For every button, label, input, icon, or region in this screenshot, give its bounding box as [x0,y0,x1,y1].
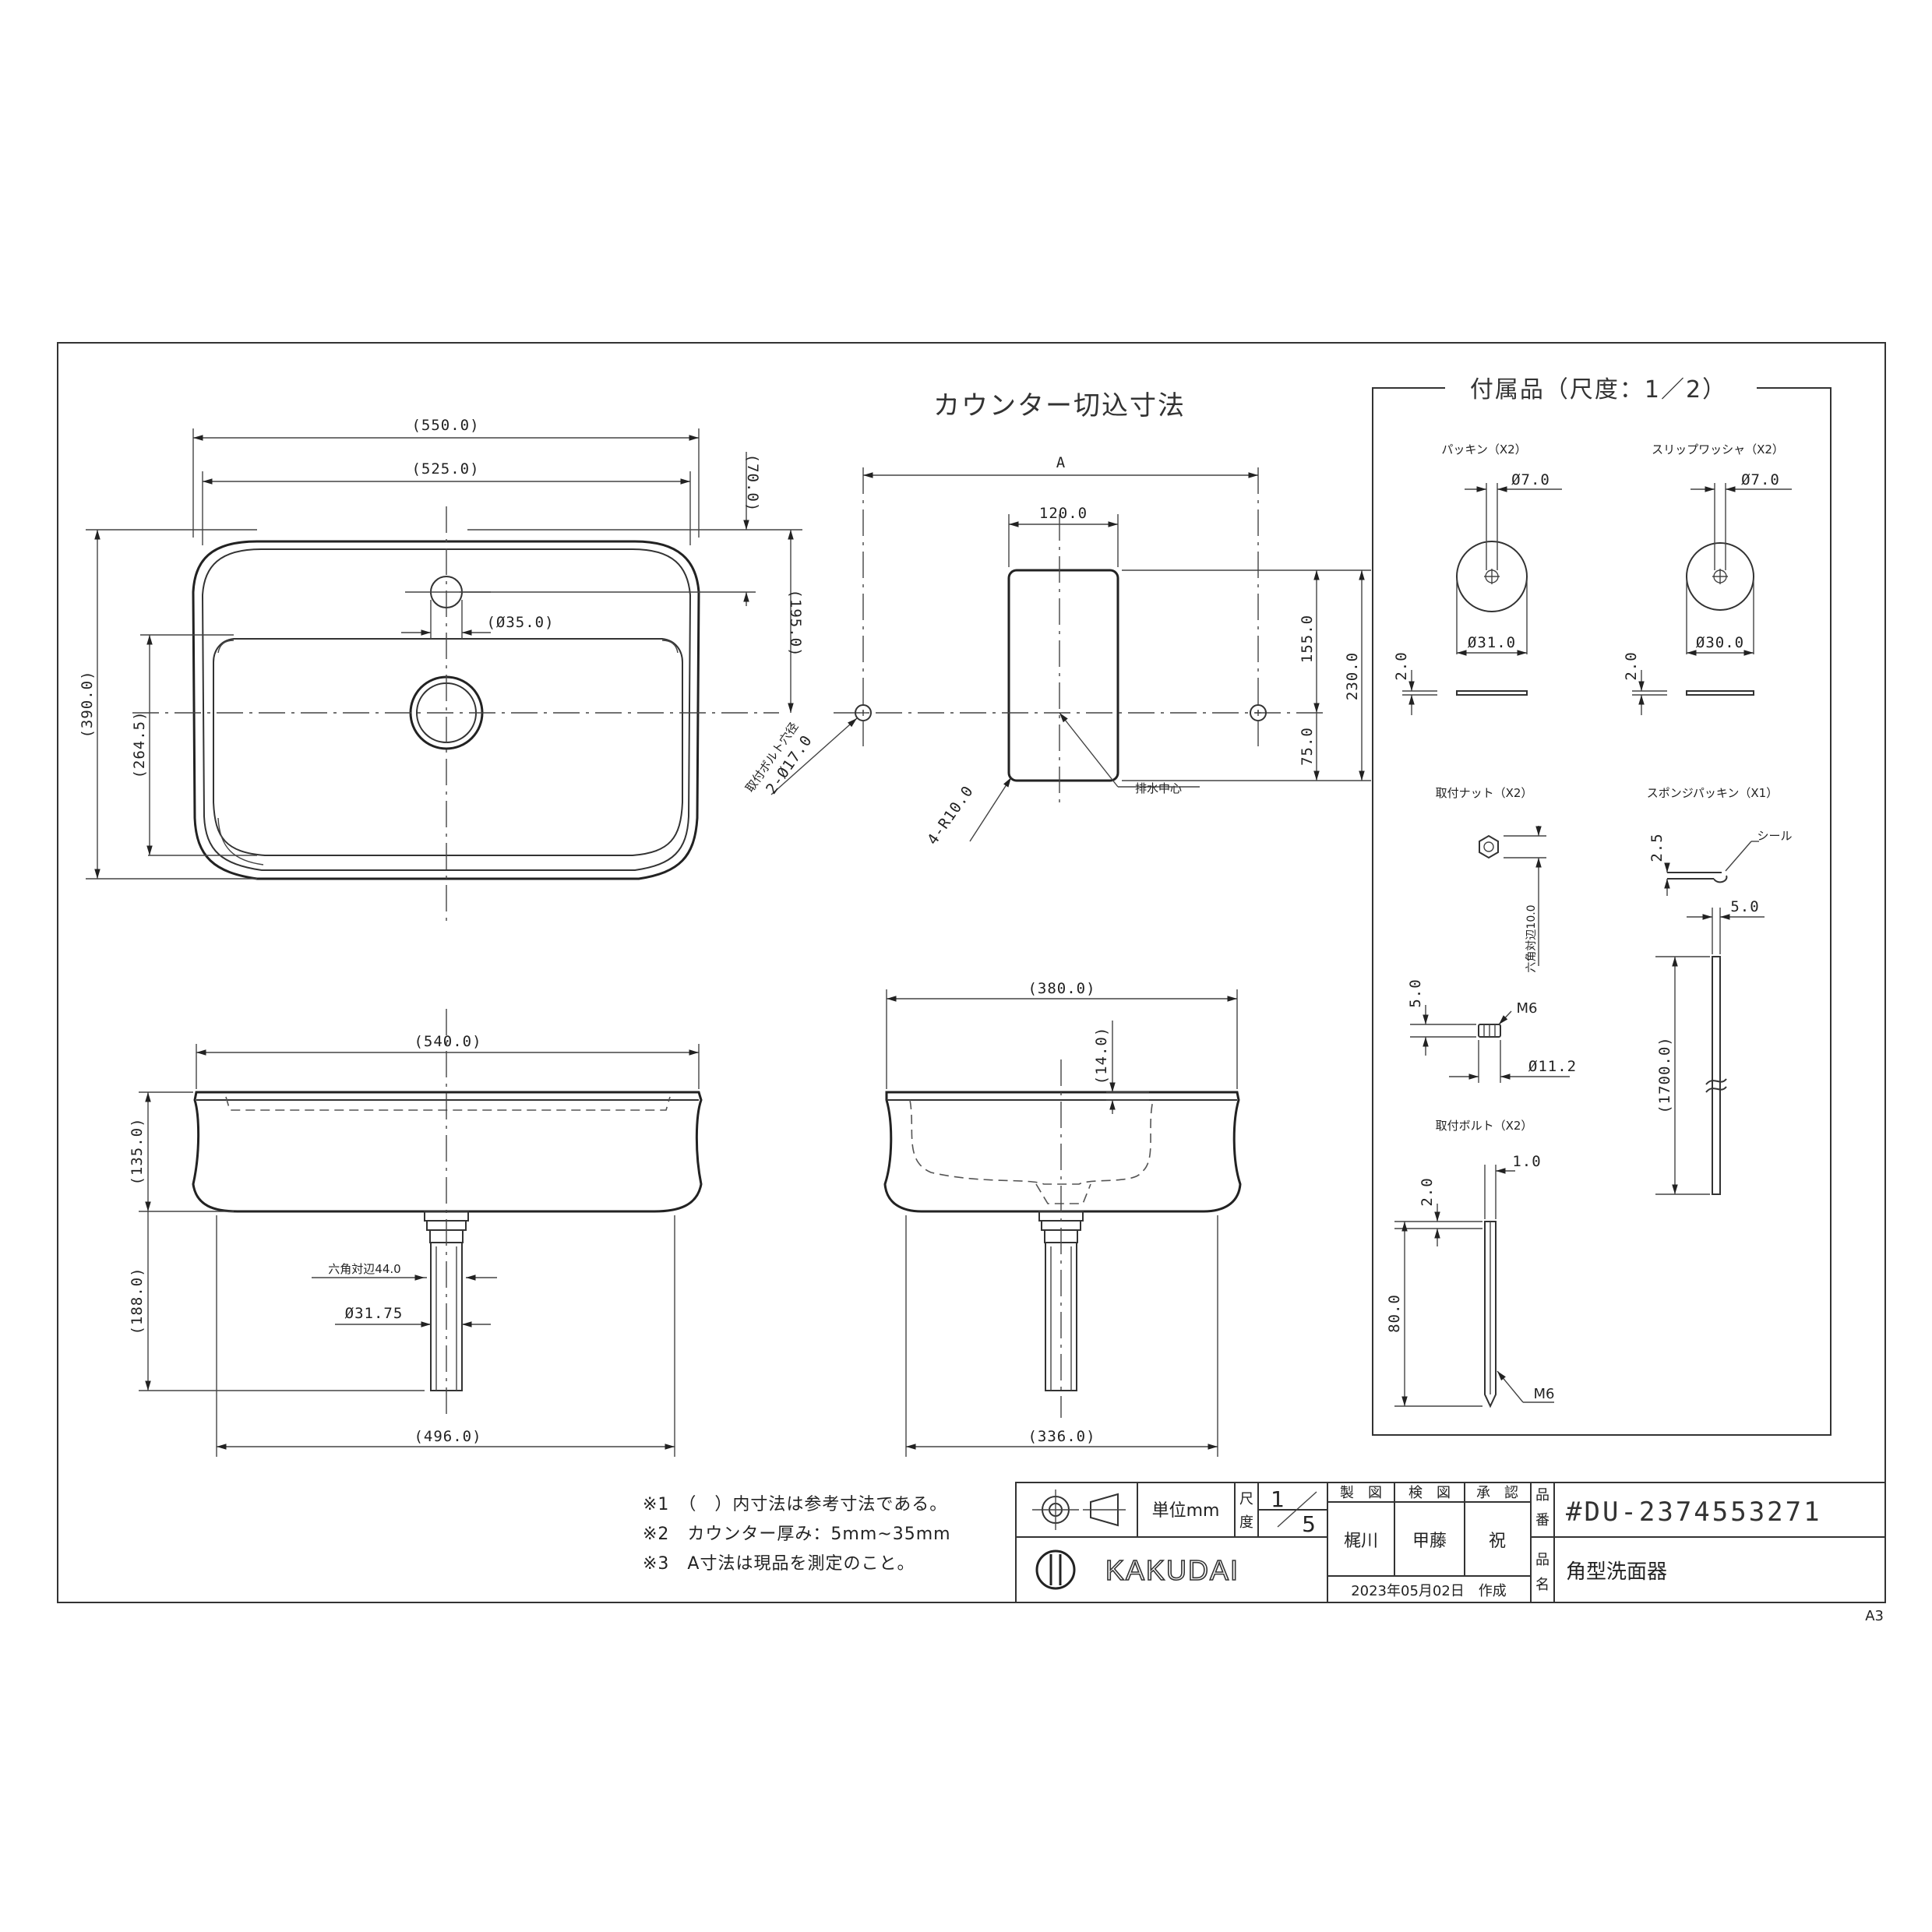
packing-thick: 2.0 [1393,651,1410,680]
front-bottom-width: (496.0) [414,1428,481,1445]
cutout-drain-center: 排水中心 [1135,781,1182,795]
part-no-label-2: 番 [1535,1512,1549,1528]
washer-inner: Ø7.0 [1741,471,1780,488]
dim-plan-width-outer: (550.0) [411,417,479,434]
sheet-size: A3 [1865,1608,1884,1624]
part-name: 角型洗面器 [1566,1560,1667,1584]
scale-label-2: 度 [1239,1514,1253,1531]
nut-name: 取付ナット（X2） [1436,786,1533,800]
cutout-view: カウンター切込寸法 A 120.0 155.0 230.0 75.0 排水中心 … [742,390,1371,848]
front-pipe: Ø31.75 [345,1305,404,1322]
brand-text: KAKUDAI [1105,1554,1239,1586]
note-2: ※2 カウンター厚み：5mm~35mm [643,1525,951,1544]
dim-plan-390: (390.0) [79,670,96,738]
scale-den: 5 [1302,1511,1316,1537]
unit-label: 単位mm [1152,1501,1220,1521]
washer-name: スリップワッシャ（X2） [1652,442,1784,457]
washer-outer: Ø30.0 [1696,634,1744,651]
front-h135: (135.0) [129,1117,146,1185]
front-h188: (188.0) [129,1267,146,1334]
approve-name: 祝 [1489,1532,1506,1551]
sponge-name: スポンジパッキン（X1） [1647,786,1778,800]
bolt-thread: M6 [1534,1386,1555,1402]
approve-header: 承 認 [1476,1485,1518,1501]
side-top-width: (380.0) [1028,980,1095,997]
accessories-title: 付属品（尺度：1／2） [1470,376,1727,404]
cutout-total: 230.0 [1344,652,1361,700]
dim-plan-195: (195.0) [787,589,804,657]
cutout-bottom: 75.0 [1299,727,1316,766]
note-1: ※1 （ ）内寸法は参考寸法である。 [643,1495,947,1514]
packing-name: パッキン（X2） [1441,442,1526,457]
washer-thick: 2.0 [1623,651,1640,680]
front-view: (540.0) (135.0) (188.0) 六角対辺44.0 Ø31.75 … [129,1009,703,1457]
cutout-radius: 4-R10.0 [924,783,977,848]
kakudai-logo: KAKUDAI [1035,1549,1239,1590]
draw-header: 製 図 [1340,1485,1382,1501]
nut-dia: Ø11.2 [1528,1058,1577,1075]
part-number: #DU-2374553271 [1566,1497,1822,1528]
nut-hex: 六角対辺10.0 [1525,904,1538,972]
part-name-label-1: 品 [1535,1552,1549,1568]
sponge-thick: 2.5 [1648,833,1666,862]
bolt-tip: 2.0 [1419,1177,1436,1206]
drawing-frame [57,342,1886,1603]
title-block: KAKUDAI 単位mm 尺 度 1 5 製 図 検 図 承 認 梶川 甲藤 祝… [1015,1482,1886,1624]
packing-inner: Ø7.0 [1511,471,1550,488]
draw-name: 梶川 [1344,1532,1378,1551]
notes: ※1 （ ）内寸法は参考寸法である。 ※2 カウンター厚み：5mm~35mm ※… [643,1495,951,1574]
bolt-width: 1.0 [1512,1153,1541,1170]
cutout-title: カウンター切込寸法 [933,390,1186,421]
check-name: 甲藤 [1412,1532,1447,1551]
side-bottom-width: (336.0) [1028,1428,1095,1445]
dim-plan-70: (70.0) [744,454,761,513]
bolt-length: 80.0 [1386,1294,1403,1333]
packing-outer: Ø31.0 [1468,634,1516,651]
plan-view: (550.0) (525.0) (70.0) (195.0) (Ø35.0) (… [79,417,804,923]
dim-plan-hole: (Ø35.0) [486,614,554,631]
sponge-length: (1700.0) [1656,1036,1673,1114]
front-hex: 六角対辺44.0 [328,1262,400,1276]
scale-num: 1 [1271,1486,1285,1512]
created-date: 2023年05月02日 作成 [1351,1583,1507,1599]
side-h14: (14.0) [1093,1027,1110,1085]
sponge-width: 5.0 [1730,898,1759,915]
cutout-a: A [1056,454,1066,471]
side-view: (380.0) (14.0) (336.0) [883,980,1242,1457]
scale-label-1: 尺 [1239,1491,1253,1507]
cutout-top: 155.0 [1299,615,1316,663]
nut-height: 5.0 [1407,978,1424,1007]
part-name-label-2: 名 [1535,1577,1549,1593]
accessories-panel: 付属品（尺度：1／2） パッキン（X2） Ø7.0 Ø31.0 2.0 スリップ… [1372,376,1832,1436]
bolt-name: 取付ボルト（X2） [1436,1119,1533,1133]
front-top-width: (540.0) [414,1033,481,1050]
check-header: 検 図 [1408,1485,1451,1501]
dim-plan-264: (264.5) [131,710,148,778]
sponge-seal: シール [1757,829,1792,843]
cutout-width: 120.0 [1039,505,1088,522]
nut-thread: M6 [1517,1000,1538,1017]
note-3: ※3 A寸法は現品を測定のこと。 [643,1554,915,1574]
part-no-label-1: 品 [1535,1487,1549,1504]
dim-plan-width-inner: (525.0) [411,460,479,478]
